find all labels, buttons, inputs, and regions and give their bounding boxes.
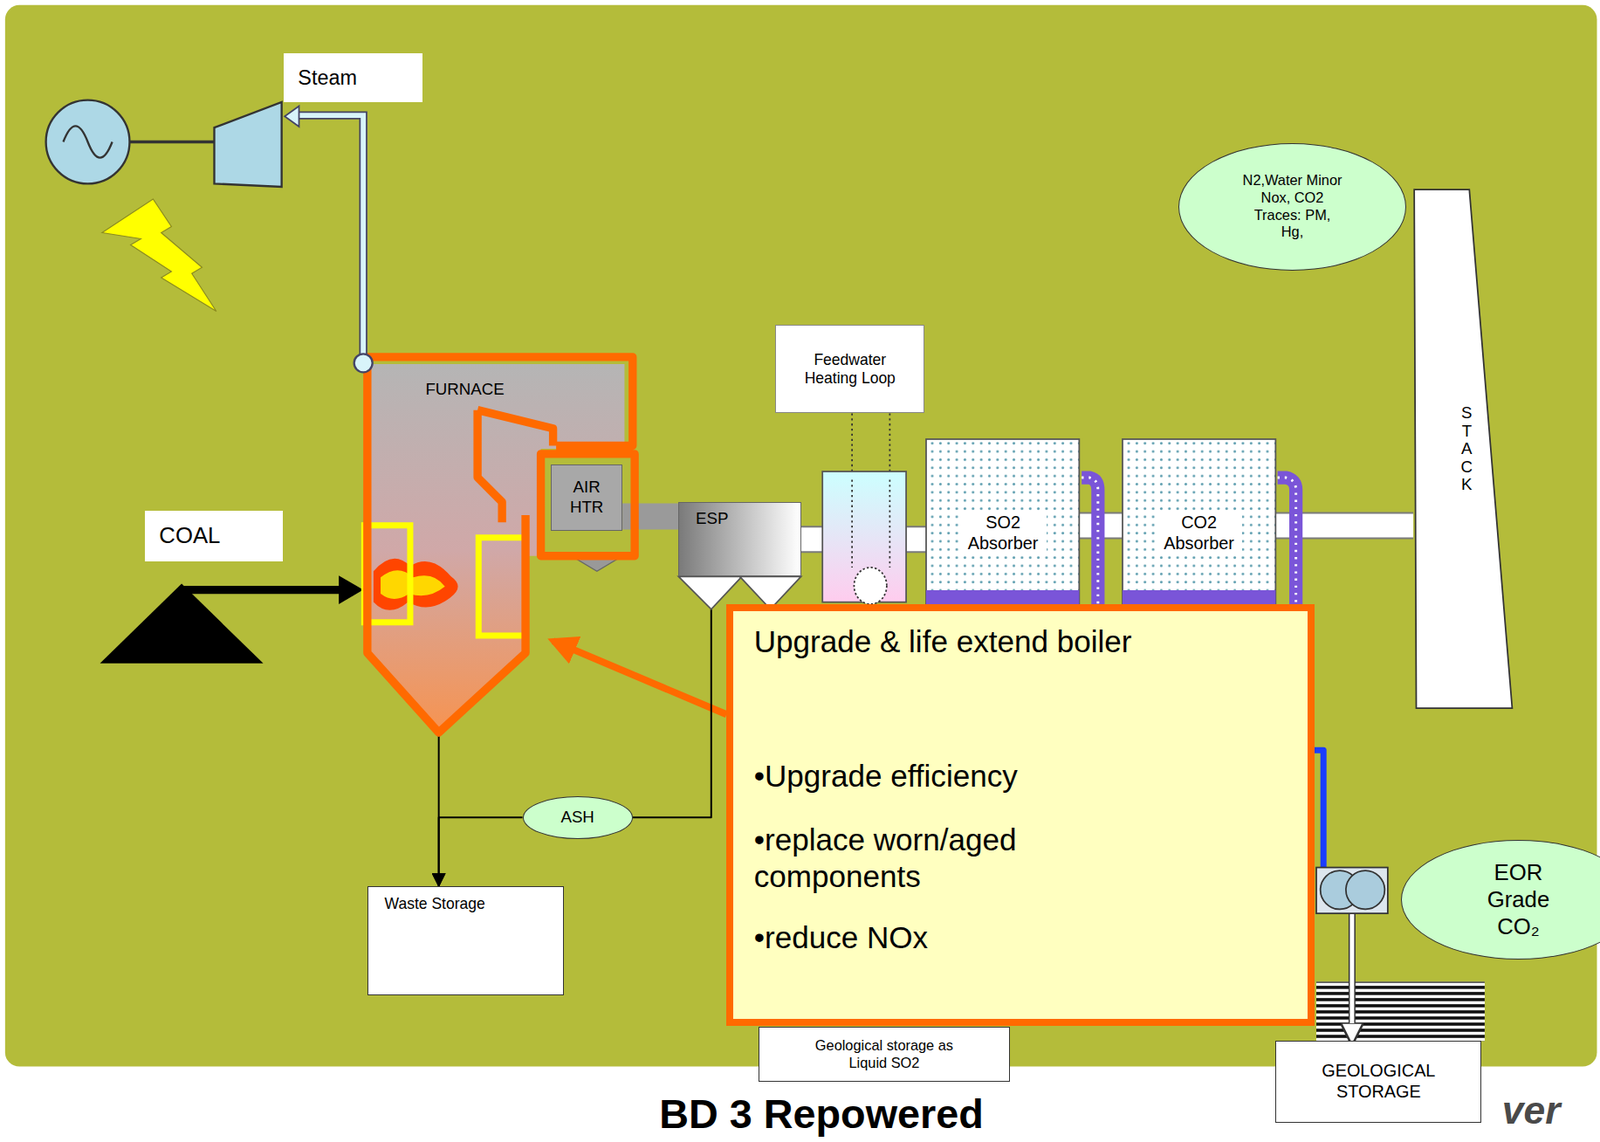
generator-part [62,125,112,158]
furnace-shape-part [354,354,373,373]
absorber-recycle-pipes-part [1081,477,1099,612]
label-box: COAL [144,510,283,562]
coal-feed-arrow-part [183,585,341,594]
absorber-box-shape-part [1122,439,1276,613]
node-text: Upgrade & life extend boiler [754,623,1133,660]
node-text: ESP [695,508,728,529]
absorber-recycle-pipes-part [1277,477,1297,612]
furnace-shape-part [373,558,459,611]
furnace-shape [362,351,639,745]
emission-ellipse: N2,Water Minor Nox, CO2 Traces: PM, Hg, [1178,143,1407,271]
node-text: SO2 Absorber [959,512,1046,555]
node-text: Geological storage as Liquid SO2 [798,1036,970,1072]
esp-box: ESP [678,501,801,577]
generator-part [129,140,214,145]
callout-box: Upgrade & life extend boiler •Upgrade eff… [726,604,1314,1026]
panel [5,5,1598,1067]
storage-box: Waste Storage [367,885,565,996]
furnace: FURNACE [362,351,639,745]
compressor-part [1345,870,1385,909]
compressor [1316,867,1388,914]
feedwater-heater-part [851,479,853,568]
connector-line [439,817,523,886]
node-text: •replace worn/aged components [754,821,1133,895]
lightning-bolt [102,199,217,312]
node-text: •Upgrade efficiency [754,757,1018,795]
feedwater-heater [822,471,907,605]
stack: STACK [1413,188,1514,709]
node-text: N2,Water Minor Nox, CO2 Traces: PM, Hg, [1242,171,1343,241]
coal-pile [100,583,264,664]
air-heater-box: AIR HTR [550,464,623,531]
strata-ground [1316,981,1485,1041]
steam-pipe-part [297,115,364,358]
feedwater-heater-part [888,479,891,568]
generator-part [46,100,131,185]
steam-pipe [284,106,364,358]
node-text: Feedwater Heating Loop [796,350,904,388]
absorber-box-shape-part [926,439,1079,613]
node-text: ASH [560,807,594,827]
furnace-shape-part [367,357,635,733]
connector [439,817,523,886]
compressor-part [1316,867,1388,914]
node-text: AIR HTR [562,477,612,517]
node-text: •reduce NOx [754,919,928,956]
absorber-box: SO2 Absorber [926,439,1079,613]
absorber-recycle-pipes-part [1081,477,1099,612]
connector [632,609,712,818]
ash-ellipse: ASH [522,796,633,839]
connector-line [553,640,728,715]
node-text: Steam [297,65,358,90]
diagram-title: BD 3 Repowered [659,1092,984,1136]
logo-fragment: ver [1502,1089,1561,1133]
coal-feed-arrow [183,575,364,605]
steam-pipe-part [297,115,364,358]
node-text: COAL [158,521,220,550]
node-text: STACK [1458,404,1476,495]
absorber-box-shape-part [926,439,1079,613]
absorber-recycle-pipes-part [1277,477,1297,612]
connector-line [1349,913,1354,1041]
turbine [213,102,282,187]
coal-feed-arrow-part [338,575,364,605]
furnace-shape-part [478,537,526,636]
storage-box: Geological storage as Liquid SO2 [758,1026,1011,1082]
node-text: GEOLOGICAL STORAGE [1309,1060,1449,1103]
label-box: Steam [283,53,423,103]
node-text: EOR Grade CO₂ [1477,858,1559,941]
absorber-box-shape-part [1122,439,1276,613]
node-text: Waste Storage [384,894,486,914]
connector-line [632,609,712,818]
node-text: CO2 Absorber [1155,512,1243,555]
node-text: FURNACE [425,379,504,399]
feedwater-heater-part [853,567,886,605]
absorber-box: CO2 Absorber [1122,439,1276,613]
connector [553,640,728,715]
storage-box: GEOLOGICAL STORAGE [1275,1040,1482,1123]
strata [1316,981,1485,1041]
connector-outline [1348,913,1356,1041]
label-box: Feedwater Heating Loop [775,324,925,414]
steam-pipe-part [284,106,299,127]
stack-shape-part [1414,189,1512,708]
generator [46,100,215,185]
